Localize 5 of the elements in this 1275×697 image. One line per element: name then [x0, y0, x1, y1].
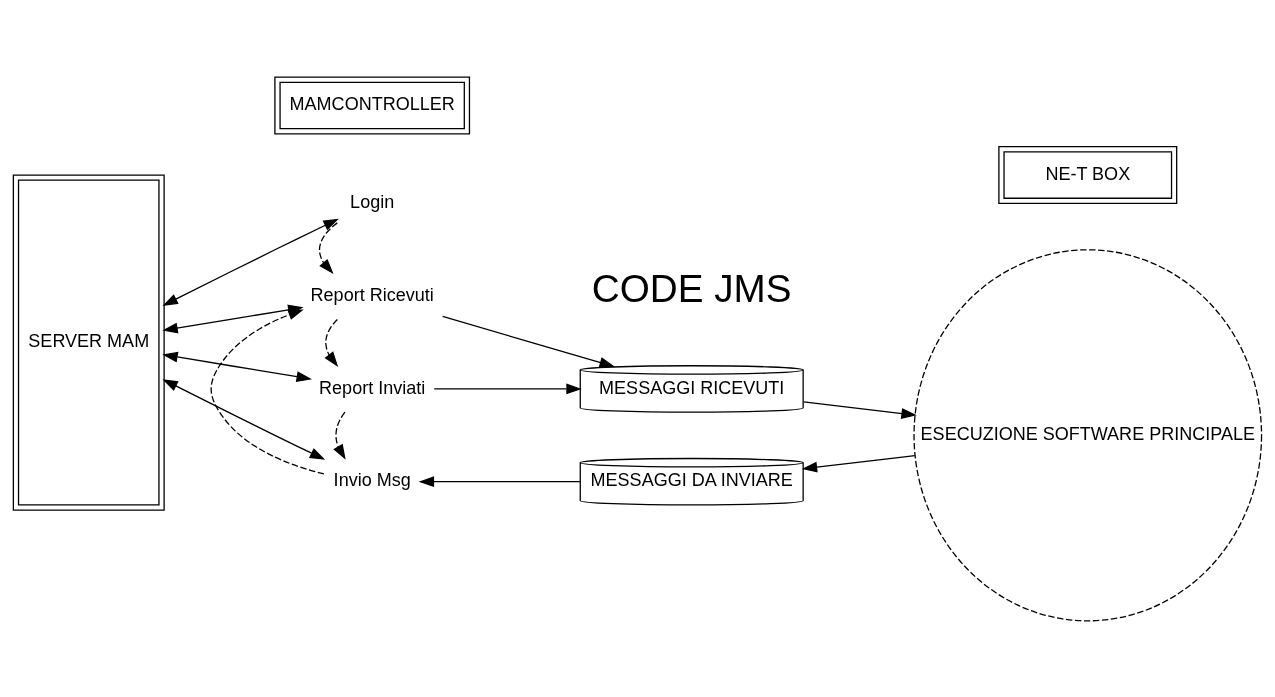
- node-text: Report Ricevuti: [310, 284, 434, 305]
- node-text: Login: [350, 191, 395, 212]
- node-text: Report Inviati: [319, 377, 426, 398]
- node-text: Invio Msg: [333, 469, 411, 490]
- label: CODE JMS: [591, 266, 792, 310]
